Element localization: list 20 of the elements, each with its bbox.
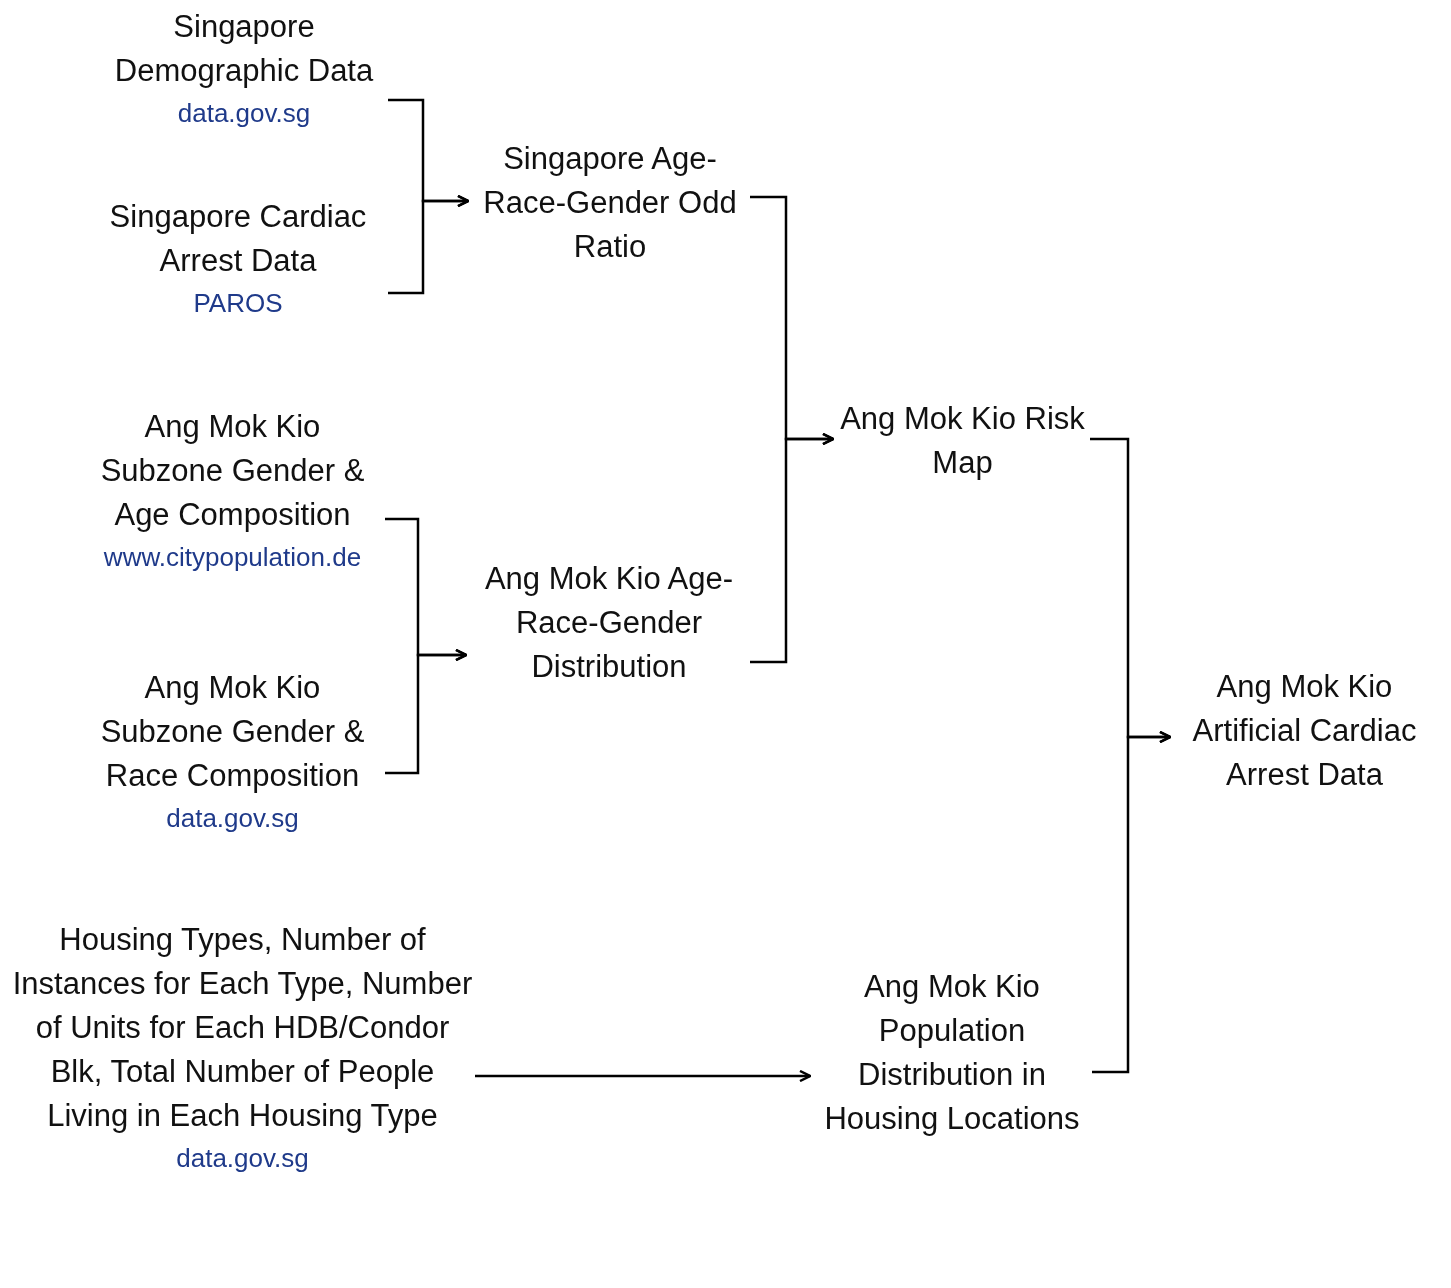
connector-arrow <box>1092 730 1172 1074</box>
connector-arrow <box>475 1069 812 1083</box>
node-label: Singapore Age-Race-Gender Odd Ratio <box>482 140 738 266</box>
connector-arrow <box>388 194 470 295</box>
connector-arrow <box>385 648 468 775</box>
source-link: data.gov.sg <box>165 802 300 835</box>
node-label: Ang Mok Kio Risk Map <box>839 400 1086 482</box>
source-link: data.gov.sg <box>175 1142 310 1175</box>
node-label: Ang Mok Kio Artificial Cardiac Arrest Data <box>1191 668 1418 794</box>
node-label: Singapore Demographic Data <box>113 8 375 90</box>
connector-arrow <box>750 432 835 664</box>
node-label: Ang Mok Kio Population Distribution in Housing Locations <box>823 968 1081 1138</box>
node-label: Singapore Cardiac Arrest Data <box>108 198 368 280</box>
node-label: Ang Mok Kio Age-Race-Gender Distribution <box>483 560 735 686</box>
node-label: Housing Types, Number of Instances for Each Type, Number of Units for Each HDB/Condor Blk, Total Number of People Living in Each Housing Type <box>11 921 474 1135</box>
source-link: www.citypopulation.de <box>102 541 363 574</box>
source-link: PAROS <box>192 287 284 320</box>
source-link: data.gov.sg <box>176 97 312 130</box>
node-label: Ang Mok Kio Subzone Gender & Age Composition <box>99 408 366 534</box>
node-label: Ang Mok Kio Subzone Gender & Race Composition <box>99 669 366 795</box>
